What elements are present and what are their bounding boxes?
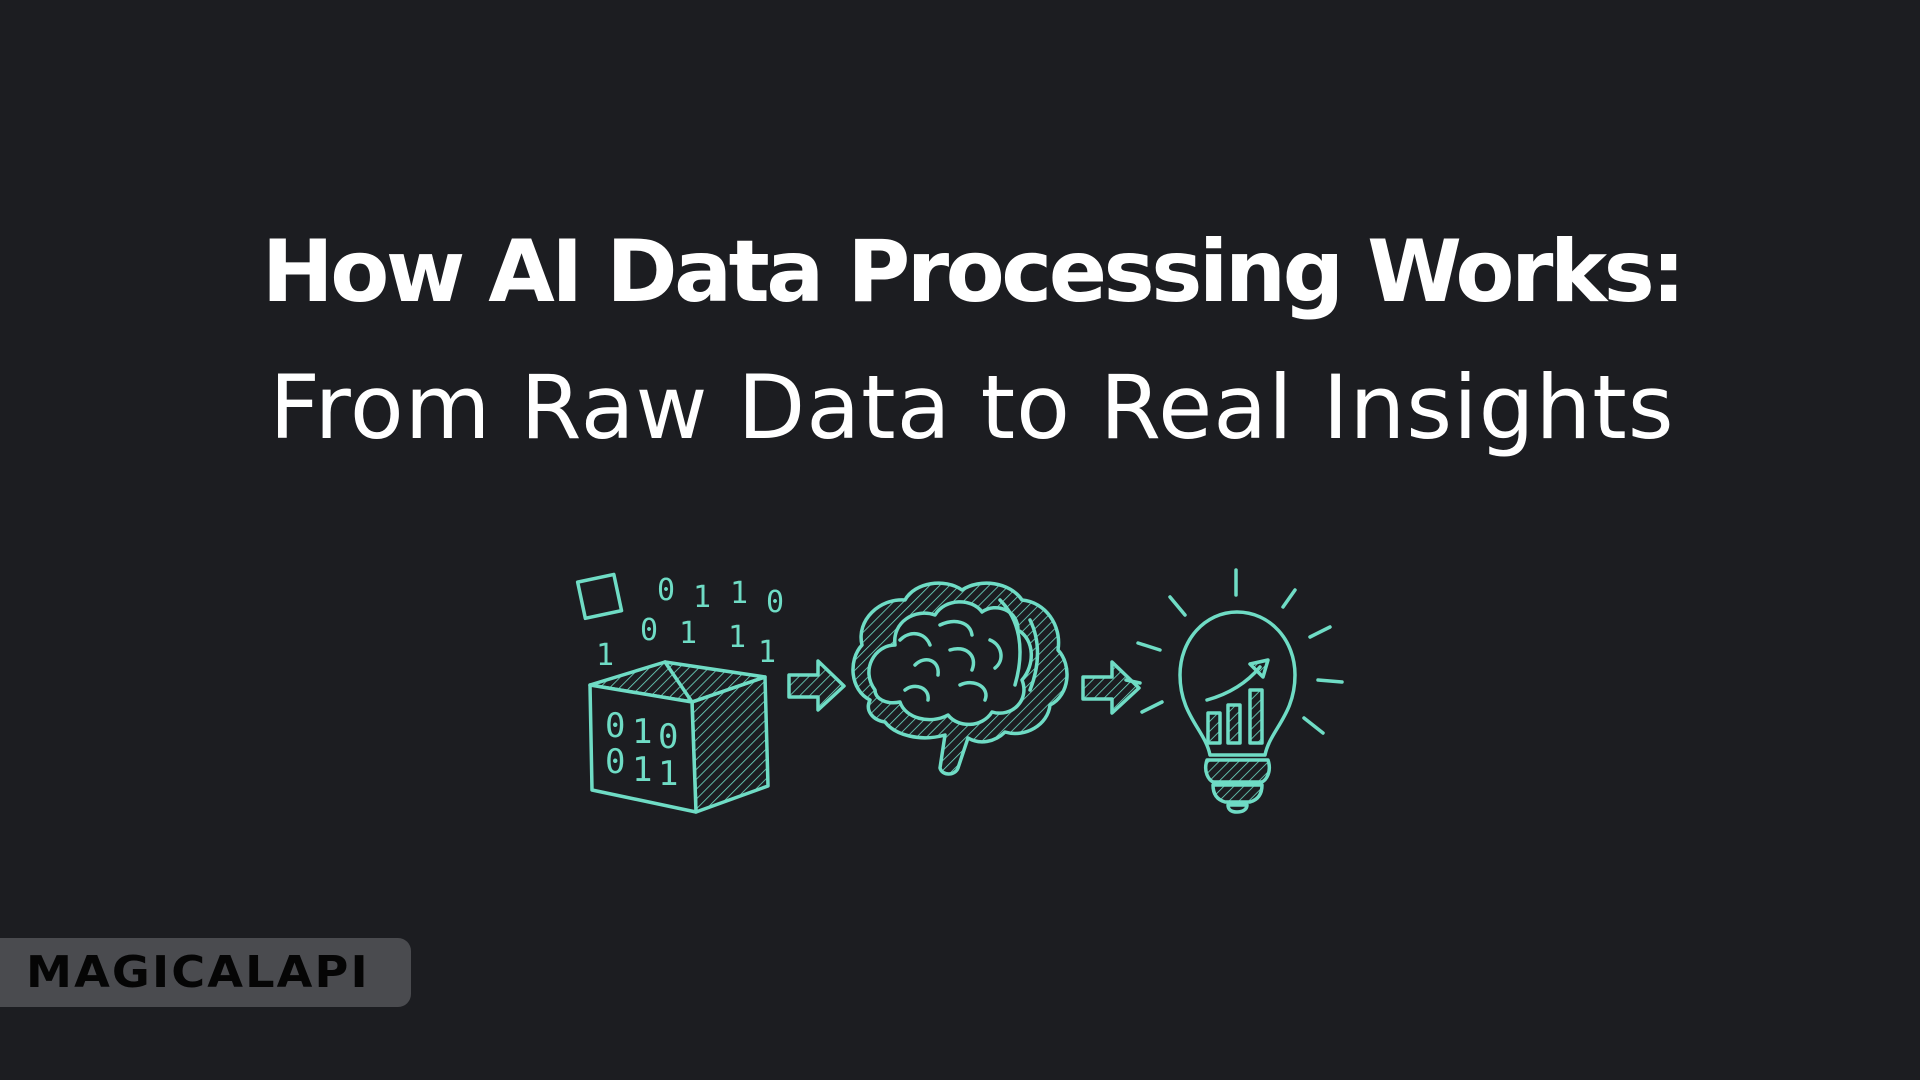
- title-line-2: From Raw Data to Real Insights: [269, 356, 1675, 459]
- data-cube-icon: [575, 572, 770, 814]
- process-illustration: 0 1 1 0 0 1 1 1 1 0 1 0 0 1 1: [560, 560, 1360, 820]
- brain-icon: [851, 581, 1069, 776]
- binary-digits: 0 1 1 0 0 1 1 1 1 0 1 0 0 1 1: [596, 573, 784, 794]
- svg-text:1: 1: [758, 635, 776, 670]
- lightbulb-icon: [1124, 568, 1344, 814]
- svg-text:1: 1: [596, 638, 614, 673]
- svg-text:1: 1: [679, 616, 697, 651]
- svg-text:1: 1: [730, 576, 748, 611]
- svg-text:0: 0: [657, 573, 675, 608]
- svg-text:0: 0: [605, 742, 625, 782]
- svg-text:1: 1: [658, 754, 678, 794]
- svg-text:0: 0: [766, 585, 784, 620]
- svg-text:1: 1: [632, 750, 652, 790]
- svg-text:1: 1: [693, 580, 711, 615]
- svg-text:0: 0: [605, 706, 625, 746]
- magicalapi-logo-badge: MAGICALAPI: [0, 938, 411, 1007]
- svg-text:0: 0: [640, 613, 658, 648]
- arrow-right-icon: [787, 659, 846, 712]
- svg-text:0: 0: [658, 717, 678, 757]
- logo-text: MAGICALAPI: [26, 947, 370, 998]
- svg-text:1: 1: [728, 620, 746, 655]
- svg-text:1: 1: [632, 712, 652, 752]
- title-line-1: How AI Data Processing Works:: [261, 222, 1686, 322]
- arrow-right-icon: [1081, 660, 1141, 715]
